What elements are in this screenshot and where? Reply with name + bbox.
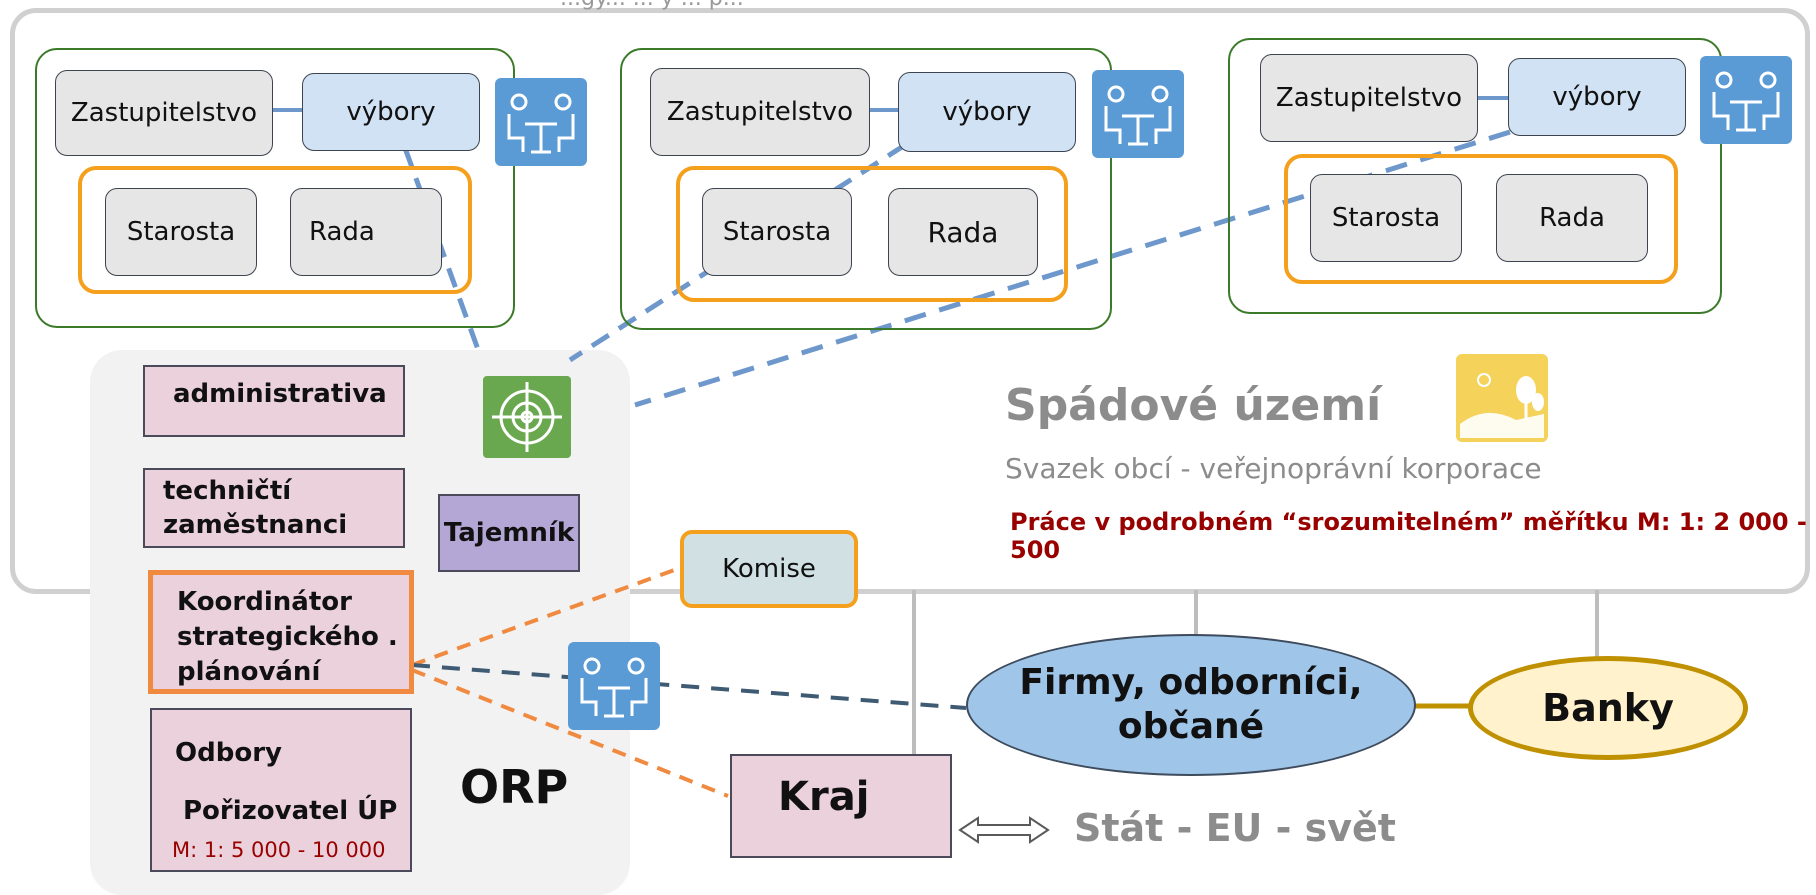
municipality-3-frame <box>1228 38 1722 314</box>
municipality-3-committees: výbory <box>1508 58 1686 136</box>
municipality-1-council: Zastupitelstvo <box>55 70 273 156</box>
municipality-3-board: Rada <box>1496 174 1648 262</box>
municipality-2-board: Rada <box>888 188 1038 276</box>
connector-m1-committees-orp <box>402 147 483 356</box>
municipality-1-frame <box>35 48 515 328</box>
orp-departments-box <box>150 708 412 872</box>
municipality-2-council: Zastupitelstvo <box>650 68 870 156</box>
banks-ellipse: Banky <box>1468 656 1748 760</box>
landscape-icon <box>1456 354 1548 442</box>
header-fragment: ...gy... ... y ... p... <box>560 0 744 11</box>
catchment-subtitle: Svazek obcí - veřejnoprávní korporace <box>1005 452 1542 485</box>
orp-planner-scale: M: 1: 5 000 - 10 000 <box>172 838 386 862</box>
catchment-scale-note: Práce v podrobném “srozumitelném” měřítk… <box>1010 508 1807 564</box>
orp-planner: Pořizovatel ÚP <box>183 796 398 826</box>
municipality-3-council: Zastupitelstvo <box>1260 54 1478 142</box>
municipality-2-mayor: Starosta <box>702 188 852 276</box>
municipality-2-frame <box>620 48 1112 330</box>
connector-coordinator-companies <box>411 663 967 710</box>
municipality-2-committees: výbory <box>898 72 1076 152</box>
meeting-icon <box>1700 56 1792 144</box>
companies-ellipse: Firmy, odborníci, občané <box>966 634 1416 776</box>
catchment-title: Spádové území <box>1005 380 1382 431</box>
double-arrow-icon <box>956 814 1052 846</box>
municipality-3-executive-group <box>1284 154 1678 284</box>
municipality-1-committees: výbory <box>302 73 480 151</box>
meeting-icon <box>495 78 587 166</box>
state-eu-world: Stát - EU - svět <box>1074 806 1396 850</box>
target-icon <box>483 376 571 458</box>
municipality-3-mayor: Starosta <box>1310 174 1462 262</box>
meeting-icon <box>1092 70 1184 158</box>
catchment-area-frame <box>10 8 1810 594</box>
municipality-1-board: Rada <box>290 188 442 276</box>
municipality-1-executive-group <box>78 166 472 294</box>
connector-coordinator-region <box>411 668 729 798</box>
meeting-icon <box>568 642 660 730</box>
orp-label: ORP <box>460 760 569 814</box>
region-box: Kraj <box>730 754 952 858</box>
municipality-1-mayor: Starosta <box>105 188 257 276</box>
municipality-2-executive-group <box>676 166 1068 302</box>
orp-secretary: Tajemník <box>438 494 580 572</box>
orp-coordinator: Koordinátor strategického . plánování <box>148 570 414 694</box>
orp-departments: Odbory <box>175 738 282 768</box>
orp-administration: administrativa <box>143 365 405 437</box>
orp-technical-staff: techničtí zaměstnanci <box>143 468 405 548</box>
commission: Komise <box>680 530 858 608</box>
